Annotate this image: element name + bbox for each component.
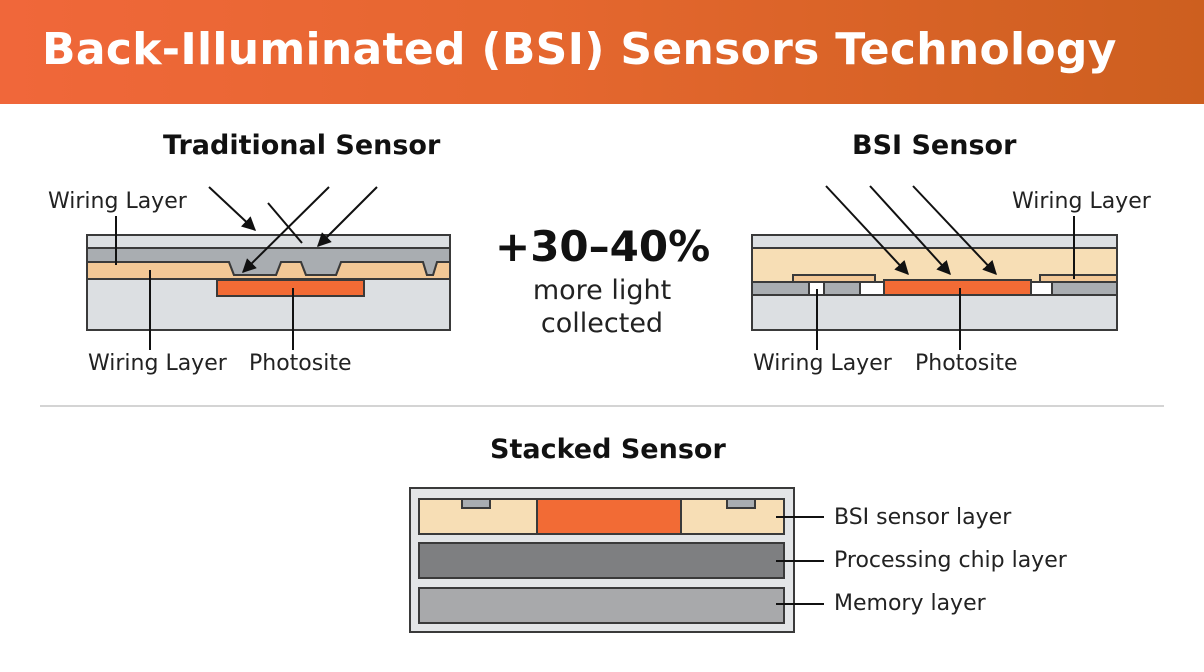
bsi-metal-block-2: [823, 281, 861, 296]
stacked-bsi-pad-left: [461, 498, 491, 509]
traditional-label-wiring-top: Wiring Layer: [48, 189, 187, 214]
bsi-label-photosite: Photosite: [915, 351, 1018, 376]
traditional-light-arrow-1: [208, 186, 257, 231]
bsi-light-arrow-3: [912, 185, 997, 276]
page-title: Back-Illuminated (BSI) Sensors Technolog…: [42, 24, 1117, 75]
traditional-metal-layer: [86, 247, 451, 276]
stacked-bsi-pad-right: [726, 498, 756, 509]
traditional-sensor-diagram: [86, 186, 451, 350]
traditional-label-wiring-bottom: Wiring Layer: [88, 351, 227, 376]
stacked-processing-layer: [418, 542, 785, 579]
header-banner: Back-Illuminated (BSI) Sensors Technolog…: [0, 0, 1204, 104]
bsi-top-coating: [751, 234, 1118, 249]
stacked-label-processing-layer: Processing chip layer: [834, 548, 1067, 573]
bsi-light-arrow-1: [825, 185, 909, 276]
bsi-label-wiring-top: Wiring Layer: [1012, 189, 1151, 214]
traditional-label-photosite: Photosite: [249, 351, 352, 376]
bsi-sensor-diagram: [751, 185, 1118, 350]
light-gain-line2: collected: [540, 308, 664, 339]
bsi-label-wiring-bottom: Wiring Layer: [753, 351, 892, 376]
bsi-metal-block-3: [1051, 281, 1118, 296]
traditional-photosite: [216, 279, 365, 297]
traditional-light-arrow-3: [267, 202, 303, 244]
bsi-wiring-pad-2: [1039, 274, 1118, 283]
stacked-memory-layer: [418, 587, 785, 624]
bsi-metal-block-1: [751, 281, 810, 296]
traditional-light-arrow-2: [242, 186, 330, 273]
light-gain-line1: more light: [532, 275, 672, 306]
bsi-substrate: [751, 294, 1118, 331]
stacked-label-bsi-layer: BSI sensor layer: [834, 505, 1012, 530]
bsi-sensor-title: BSI Sensor: [852, 130, 1017, 161]
light-gain-value: +30–40%: [495, 222, 711, 271]
bsi-photosite: [883, 279, 1032, 296]
stacked-bsi-photosite: [536, 498, 682, 535]
stacked-sensor-diagram: [409, 487, 824, 633]
bsi-wiring-pad-1: [792, 274, 876, 283]
stacked-label-memory-layer: Memory layer: [834, 591, 986, 616]
bsi-light-arrow-2: [869, 185, 951, 276]
stacked-sensor-title: Stacked Sensor: [490, 434, 726, 465]
traditional-light-arrow-4: [317, 186, 378, 247]
traditional-sensor-title: Traditional Sensor: [163, 130, 441, 161]
